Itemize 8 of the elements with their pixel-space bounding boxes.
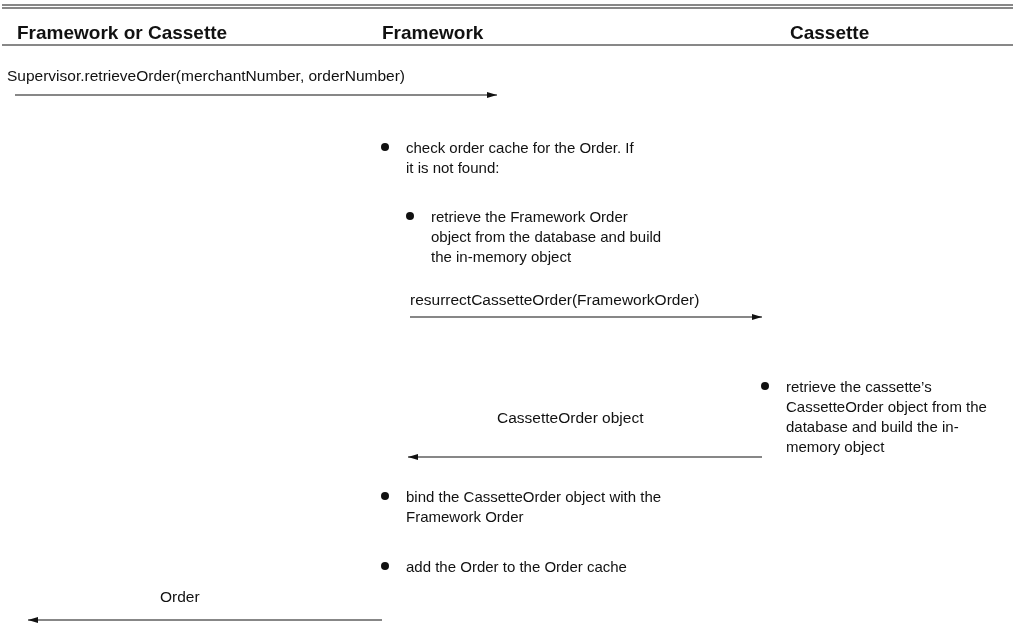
step-text: check order cache for the Order. If it is not found:: [406, 138, 635, 178]
column-heading: Framework: [382, 22, 484, 44]
step-text: bind the CassetteOrder object with the Framework Order: [406, 487, 663, 527]
column-heading: Cassette: [790, 22, 870, 44]
step-text: retrieve the cassette’s CassetteOrder object from the database and build the in-memory object: [786, 377, 988, 457]
column-heading: Framework or Cassette: [17, 22, 228, 44]
step-text: add the Order to the Order cache: [406, 557, 627, 577]
step-text: retrieve the Framework Order object from the database and build the in-memory object: [431, 207, 663, 267]
